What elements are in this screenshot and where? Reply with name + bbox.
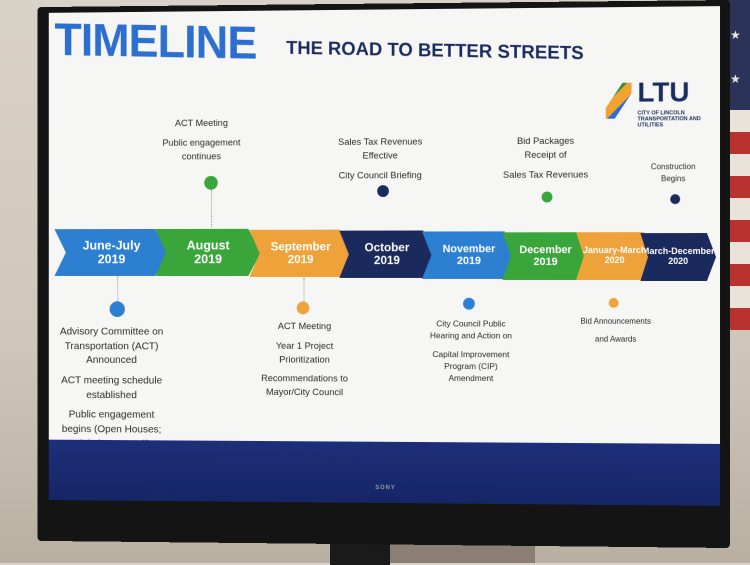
star-icon: ★ — [730, 28, 741, 42]
note-line: and Awards — [595, 334, 637, 344]
note-september: ACT Meeting Year 1 Project Prioritizatio… — [251, 320, 357, 406]
milestone-label: November — [442, 243, 496, 256]
note-line: Construction Begins — [650, 162, 696, 183]
note-line: Public engagement continues — [162, 137, 241, 162]
note-line: Sales Tax Revenues Effective — [338, 136, 423, 162]
milestone-june-july: June-July 2019 — [54, 229, 168, 276]
slide-footer-band — [48, 439, 721, 506]
milestone-year: 2019 — [97, 251, 126, 267]
milestone-year: 2019 — [287, 252, 314, 267]
note-line: Bid Packages Receipt of — [516, 135, 575, 161]
note-line: Sales Tax Revenues — [503, 169, 589, 181]
milestone-year: 2019 — [533, 256, 558, 269]
milestone-jan-march: January-March 2020 — [576, 232, 653, 280]
note-jan-march: Bid Announcements and Awards — [576, 316, 655, 351]
milestone-year: 2019 — [194, 251, 223, 267]
ltu-logo: LTU CITY OF LINCOLN TRANSPORTATION AND U… — [606, 76, 715, 137]
milestone-label: August — [186, 237, 230, 253]
connector-line — [211, 189, 212, 227]
note-line: ACT Meeting — [277, 321, 332, 333]
milestone-year: 2020 — [604, 255, 625, 266]
milestone-dot — [296, 301, 310, 315]
milestone-dot — [541, 191, 553, 203]
logo-text: LTU — [637, 76, 690, 108]
note-line: Year 1 Project Prioritization — [275, 340, 334, 366]
note-august: ACT Meeting Public engagement continues — [154, 117, 250, 170]
tv-screen: TIMELINE THE ROAD TO BETTER STREETS LTU … — [48, 6, 721, 506]
milestone-dot — [463, 297, 475, 310]
star-icon: ★ — [730, 72, 741, 86]
milestone-september: September 2019 — [249, 230, 351, 277]
logo-subtext: CITY OF LINCOLN TRANSPORTATION AND UTILI… — [637, 110, 701, 129]
connector-line — [117, 275, 119, 302]
milestone-year: 2019 — [456, 255, 481, 268]
milestone-march-dec: March-December 2020 — [640, 233, 716, 281]
milestone-november: November 2019 — [422, 231, 516, 279]
milestone-label: June-July — [82, 237, 141, 253]
note-line: ACT Meeting — [174, 117, 228, 130]
note-line: City Council Public Hearing and Action o… — [429, 318, 512, 341]
milestone-dot — [204, 175, 218, 190]
milestone-dot — [377, 185, 389, 198]
note-november: City Council Public Hearing and Action o… — [422, 317, 520, 390]
note-line: Recommendations to Mayor/City Council — [261, 373, 348, 399]
milestone-october: October 2019 — [339, 230, 434, 277]
milestone-label: December — [519, 244, 572, 257]
television: TIMELINE THE ROAD TO BETTER STREETS LTU … — [37, 0, 730, 548]
note-line: Bid Announcements — [580, 316, 651, 326]
note-line: ACT meeting schedule established — [61, 374, 163, 401]
slide-title: TIMELINE — [54, 13, 257, 69]
note-december: Bid Packages Receipt of Sales Tax Revenu… — [500, 135, 591, 188]
note-october: Sales Tax Revenues Effective City Counci… — [336, 136, 424, 189]
note-june-july: Advisory Committee on Transportation (AC… — [54, 325, 168, 458]
note-march-dec: Construction Begins — [638, 161, 708, 190]
milestone-dot — [670, 194, 681, 205]
milestone-dot — [109, 301, 125, 318]
note-line: City Council Briefing — [338, 169, 422, 181]
tv-brand: SONY — [375, 485, 396, 492]
milestone-year: 2020 — [668, 256, 689, 267]
note-line: Capital Improvement Program (CIP) Amendm… — [432, 348, 510, 384]
note-line: Advisory Committee on Transportation (AC… — [59, 325, 164, 367]
milestone-dot — [608, 297, 619, 308]
slide-subtitle: THE ROAD TO BETTER STREETS — [286, 37, 584, 65]
milestone-december: December 2019 — [502, 232, 589, 280]
milestone-august: August 2019 — [155, 229, 261, 276]
ltu-logo-icon — [606, 83, 632, 119]
connector-line — [303, 277, 305, 302]
milestone-year: 2019 — [373, 253, 400, 268]
